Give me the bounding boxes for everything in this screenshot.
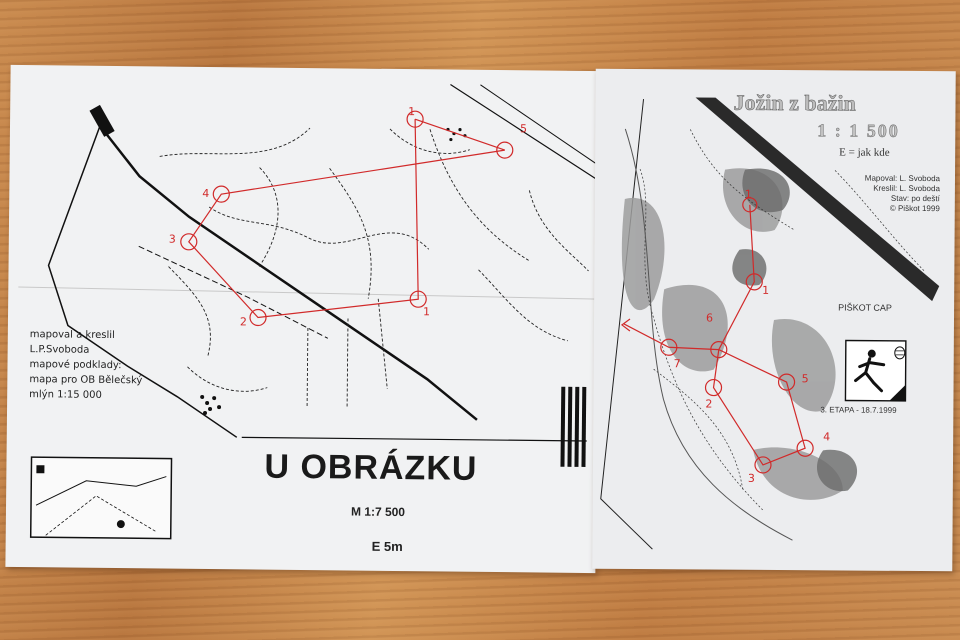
control-circle — [406, 110, 424, 128]
control-number: 2 — [705, 397, 713, 411]
control-circle — [496, 141, 514, 159]
control-circle — [409, 290, 427, 308]
control-number: 2 — [239, 315, 248, 329]
control-circle — [777, 373, 796, 391]
control-circle — [742, 197, 758, 213]
left-orienteering-map: 1 1 2 3 4 5 mapoval a kreslil L.P.Svobod… — [5, 64, 601, 574]
right-map-credits: Mapoval: L. Svoboda Kreslil: L. Svoboda … — [815, 173, 940, 214]
right-map-drawing — [600, 97, 940, 550]
left-map-title: U OBRÁZKU — [264, 447, 478, 488]
club-name: PIŠKOT CAP — [838, 302, 892, 313]
control-circle — [660, 338, 678, 356]
control-number: 3 — [747, 471, 755, 485]
course-overlay — [180, 110, 514, 327]
control-number: 3 — [168, 232, 176, 246]
left-map-credits: mapoval a kreslil L.P.Svoboda mapové pod… — [29, 327, 143, 403]
left-map-equidistance: E 5m — [371, 538, 403, 555]
control-number: 1 — [762, 283, 770, 297]
runner-logo — [844, 339, 907, 402]
control-number: 5 — [519, 122, 528, 136]
control-circle — [710, 341, 728, 359]
course-overlay — [620, 197, 814, 474]
credit-line: L.P.Svoboda — [29, 344, 90, 356]
main-road — [99, 125, 478, 421]
control-number: 7 — [673, 357, 681, 371]
control-number: 4 — [202, 186, 210, 201]
control-circle — [212, 185, 230, 203]
right-map-title: Jožin z bažin — [733, 89, 856, 116]
control-number: 1 — [744, 187, 752, 201]
control-circle — [704, 378, 723, 397]
finish-arrow — [620, 318, 631, 332]
control-circle — [745, 273, 763, 291]
right-map-equidistance: E = jak kde — [839, 146, 890, 159]
control-number: 4 — [823, 430, 831, 444]
control-number: 1 — [423, 305, 431, 319]
dark-embankment — [695, 97, 940, 302]
inset-overview-map — [29, 456, 173, 540]
control-circle — [754, 456, 772, 474]
control-number: 6 — [705, 311, 714, 325]
control-circle — [249, 308, 267, 327]
vertical-hatch-block — [560, 386, 587, 467]
right-map-scale: 1 : 1 500 — [817, 120, 900, 141]
credit-line: mapa pro OB Bělečský — [29, 374, 143, 387]
control-circle — [796, 439, 814, 457]
control-circle — [180, 233, 198, 251]
credit-line: mapové podklady: — [29, 359, 122, 372]
right-orienteering-map: 1 1 2 3 4 5 6 7 Jožin z bažin 1 : 1 500 … — [592, 68, 956, 572]
left-map-scale: M 1:7 500 — [350, 504, 406, 520]
left-map-drawing — [18, 84, 600, 540]
credit-line: © Piškot 1999 — [889, 203, 940, 214]
stage-label: 3. ETAPA - 18.7.1999 — [820, 405, 897, 415]
control-number: 1 — [408, 105, 416, 119]
credit-line: mlýn 1:15 000 — [29, 389, 102, 401]
credit-line: mapoval a kreslil — [29, 329, 115, 342]
control-number: 5 — [801, 372, 809, 386]
